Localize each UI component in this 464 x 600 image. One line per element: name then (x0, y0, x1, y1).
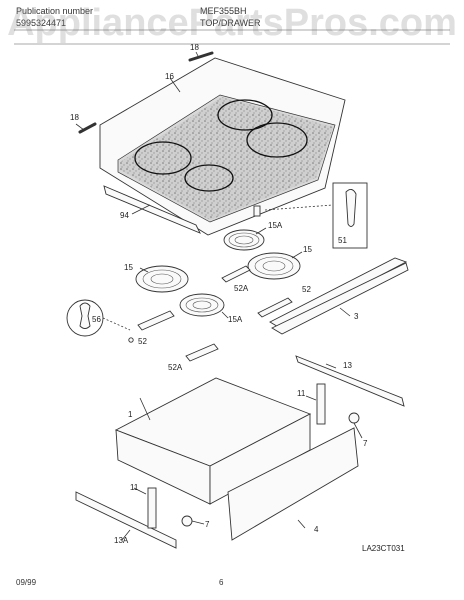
part-label-7-left: 7 (205, 520, 210, 529)
element-bracket-52-left (137, 310, 175, 331)
part-label-15-right: 15 (303, 245, 312, 254)
drawer-slide-left (147, 487, 157, 529)
part-label-13: 13 (343, 361, 352, 370)
drawer-rail-left (75, 491, 177, 549)
part-label-52a-upper: 52A (234, 284, 249, 293)
section-title: TOP/DRAWER (200, 18, 261, 28)
burner-circle-rear-right (217, 99, 273, 131)
element-bracket-52a-lower (185, 343, 219, 362)
part-label-16: 16 (165, 72, 174, 81)
support-rail-side (271, 262, 409, 335)
part-label-3: 3 (354, 312, 359, 321)
surface-element-rear-left (223, 229, 265, 251)
part-label-94: 94 (120, 211, 129, 220)
part-label-18-left: 18 (70, 113, 79, 122)
terminal-block-51 (345, 189, 357, 227)
part-label-52a-lower: 52A (168, 363, 183, 372)
part-label-1: 1 (128, 410, 133, 419)
element-bracket-52-right (257, 297, 293, 318)
spring-clip-56 (79, 302, 91, 329)
footer-page-number: 6 (219, 578, 224, 587)
drawer-front-panel (227, 427, 359, 541)
publication-number: 5995324471 (16, 18, 67, 28)
burner-circle-front-left (184, 164, 234, 192)
part-label-56: 56 (92, 315, 101, 324)
part-label-18-top: 18 (190, 43, 199, 52)
surface-element-front-left (135, 265, 189, 293)
publication-number-label: Publication number (16, 6, 94, 16)
part-label-13a: 13A (114, 536, 129, 545)
diagram-code: LA23CT031 (362, 544, 405, 553)
hinge-bracket-left (78, 122, 97, 134)
drawer-slide-right (316, 383, 326, 425)
front-trim-strip (103, 185, 201, 234)
surface-element-rear-right (247, 252, 301, 280)
burner-circle-rear-left (134, 141, 192, 175)
part-label-52-right: 52 (302, 285, 311, 294)
part-label-52-left: 52 (138, 337, 147, 346)
drawer-rail-right (295, 355, 405, 407)
part-label-15a-upper: 15A (268, 221, 283, 230)
part-label-11-right: 11 (297, 389, 306, 398)
cooktop-assembly (99, 57, 346, 236)
part-label-15-left: 15 (124, 263, 133, 272)
part-label-7-right: 7 (363, 439, 368, 448)
surface-element-front-right (179, 293, 225, 317)
drawer-roller-left (181, 515, 193, 527)
drawer-roller-right (348, 412, 360, 424)
footer-date: 09/99 (16, 578, 37, 587)
element-bracket-52a-upper (221, 265, 251, 283)
burner-circle-front-right (246, 122, 308, 158)
part-label-51: 51 (338, 236, 347, 245)
part-label-15a-lower: 15A (228, 315, 243, 324)
model-number: MEF355BH (200, 6, 247, 16)
hinge-bracket-top (188, 51, 214, 62)
drawer-body (114, 377, 312, 505)
terminal-connector (253, 205, 261, 217)
part-label-4: 4 (314, 525, 319, 534)
screw-52 (128, 337, 134, 343)
part-label-11-left: 11 (130, 483, 139, 492)
